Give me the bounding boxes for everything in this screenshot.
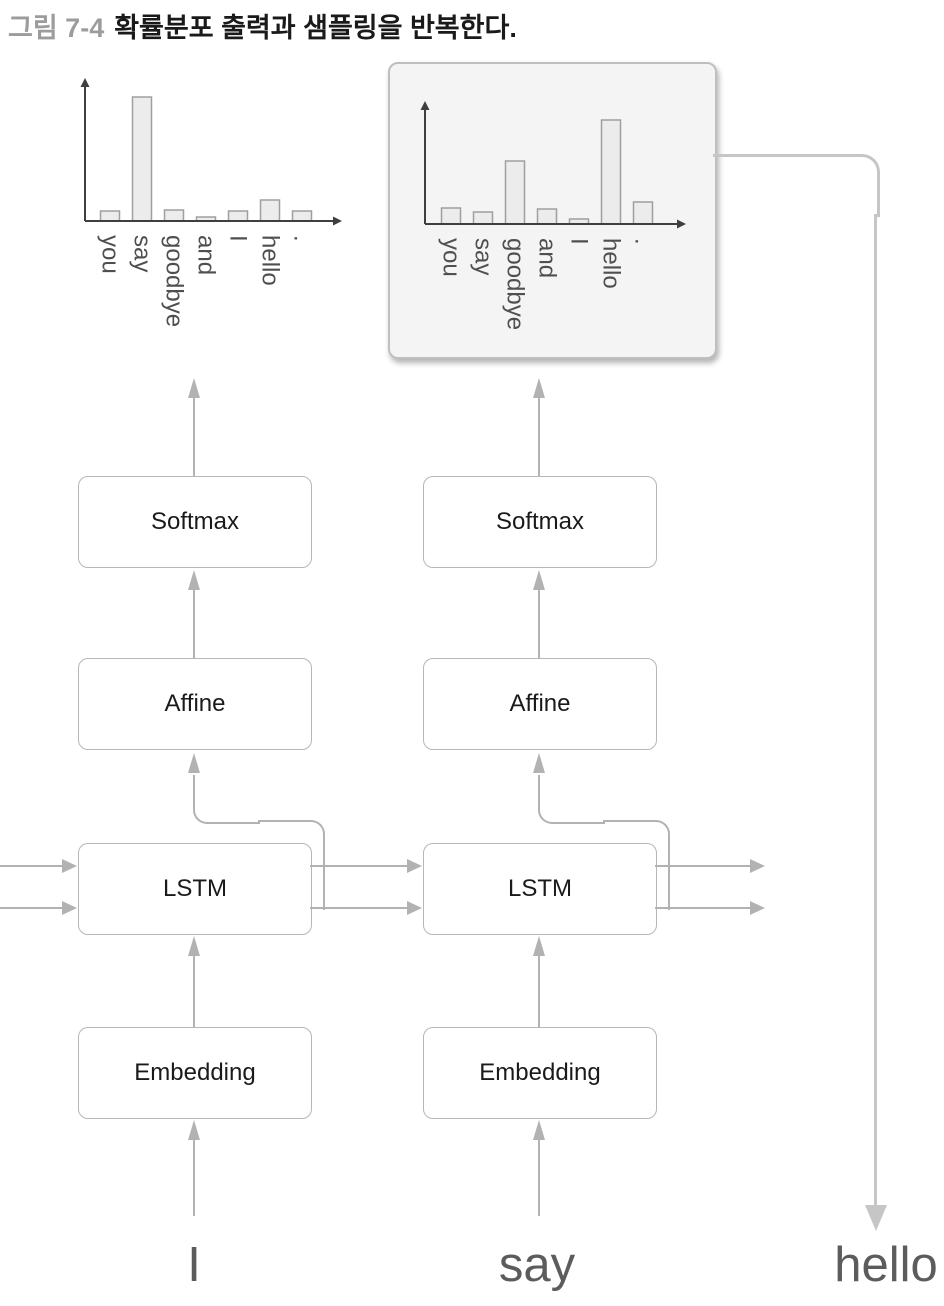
state-mid-upper-head — [407, 859, 422, 873]
arrow-affine-to-softmax-t1 — [193, 590, 195, 658]
bar-say — [472, 211, 494, 225]
arrow-affine-to-softmax-t2 — [538, 590, 540, 658]
embedding-box-t1: Embedding — [78, 1027, 312, 1119]
arrow-lstm-to-affine-t1-head — [188, 753, 200, 773]
arrow-word-to-embedding-t1-head — [188, 1120, 200, 1140]
sample-connector-elbow — [713, 154, 880, 217]
x-axis-arrowhead-icon — [677, 219, 686, 229]
output-word-sampled: hello — [834, 1238, 938, 1292]
bar-goodbye — [163, 209, 185, 222]
lstm-box-t1: LSTM — [78, 843, 312, 935]
state-in-lower-head — [62, 901, 77, 915]
category-label: say — [470, 238, 497, 275]
figure-number: 그림 7-4 — [8, 13, 105, 43]
embedding-label: Embedding — [479, 1059, 601, 1086]
category-label: say — [129, 235, 156, 272]
lstm-label: LSTM — [507, 875, 572, 902]
category-label: hello — [598, 238, 625, 289]
bar-hello — [600, 119, 622, 225]
input-word-t2: say — [498, 1238, 576, 1292]
category-label: . — [630, 238, 657, 245]
bar-. — [291, 210, 313, 222]
state-out-line-upper — [655, 865, 750, 867]
softmax-label: Softmax — [150, 508, 240, 535]
bar-goodbye — [504, 160, 526, 225]
arrow-softmax-to-chart-t2 — [538, 398, 540, 476]
state-mid-line-upper — [310, 865, 407, 867]
hidden-state-branch-t1-corner-a — [193, 775, 260, 824]
affine-box-t2: Affine — [423, 658, 657, 750]
bar-. — [632, 201, 654, 225]
state-in-line-upper — [0, 865, 62, 867]
embedding-box-t2: Embedding — [423, 1027, 657, 1119]
arrow-affine-to-softmax-t2-head — [533, 570, 545, 590]
arrow-lstm-to-affine-t2-head — [533, 753, 545, 773]
category-label: goodbye — [161, 235, 188, 327]
bar-you — [99, 210, 121, 222]
affine-box-t1: Affine — [78, 658, 312, 750]
category-label: and — [193, 235, 220, 275]
sample-connector-line — [874, 214, 877, 1205]
bar-and — [536, 208, 558, 225]
category-label: you — [438, 238, 465, 277]
category-label: and — [534, 238, 561, 278]
softmax-box-t2: Softmax — [423, 476, 657, 568]
category-label: hello — [257, 235, 284, 286]
category-label: I — [566, 238, 593, 245]
hidden-state-branch-t2-corner-a — [538, 775, 605, 824]
bar-I — [227, 210, 249, 222]
affine-label: Affine — [164, 690, 226, 717]
softmax-box-t1: Softmax — [78, 476, 312, 568]
sample-connector-arrowhead — [865, 1205, 887, 1231]
state-out-line-lower — [655, 907, 750, 909]
embedding-label: Embedding — [134, 1059, 256, 1086]
arrow-softmax-to-chart-t2-head — [533, 378, 545, 398]
x-axis-arrowhead-icon — [333, 216, 342, 226]
bar-hello — [259, 199, 281, 222]
arrow-word-to-embedding-t1 — [193, 1140, 195, 1216]
state-out-lower-head — [750, 901, 765, 915]
category-label: goodbye — [502, 238, 529, 330]
category-label: I — [225, 235, 252, 242]
arrow-word-to-embedding-t2 — [538, 1140, 540, 1216]
state-mid-lower-head — [407, 901, 422, 915]
figure-caption: 확률분포 출력과 샘플링을 반복한다. — [114, 13, 517, 43]
state-out-upper-head — [750, 859, 765, 873]
y-axis-arrowhead-icon — [420, 101, 430, 110]
input-word-t1: I — [187, 1238, 201, 1292]
arrow-embedding-to-lstm-t1 — [193, 956, 195, 1027]
category-label: . — [289, 235, 316, 242]
figure-title: 그림 7-4 확률분포 출력과 샘플링을 반복한다. — [8, 6, 517, 45]
arrow-embedding-to-lstm-t1-head — [188, 936, 200, 956]
bar-you — [440, 207, 462, 225]
lstm-label: LSTM — [162, 875, 227, 902]
state-in-line-lower — [0, 907, 62, 909]
softmax-label: Softmax — [495, 508, 585, 535]
y-axis-arrowhead-icon — [80, 78, 90, 87]
lstm-box-t2: LSTM — [423, 843, 657, 935]
arrow-word-to-embedding-t2-head — [533, 1120, 545, 1140]
affine-label: Affine — [509, 690, 571, 717]
arrow-embedding-to-lstm-t2 — [538, 956, 540, 1027]
bar-say — [131, 96, 153, 222]
arrow-softmax-to-chart-t1 — [193, 398, 195, 476]
state-mid-line-lower — [310, 907, 407, 909]
category-label: you — [97, 235, 124, 274]
arrow-embedding-to-lstm-t2-head — [533, 936, 545, 956]
arrow-softmax-to-chart-t1-head — [188, 378, 200, 398]
state-in-upper-head — [62, 859, 77, 873]
arrow-affine-to-softmax-t1-head — [188, 570, 200, 590]
